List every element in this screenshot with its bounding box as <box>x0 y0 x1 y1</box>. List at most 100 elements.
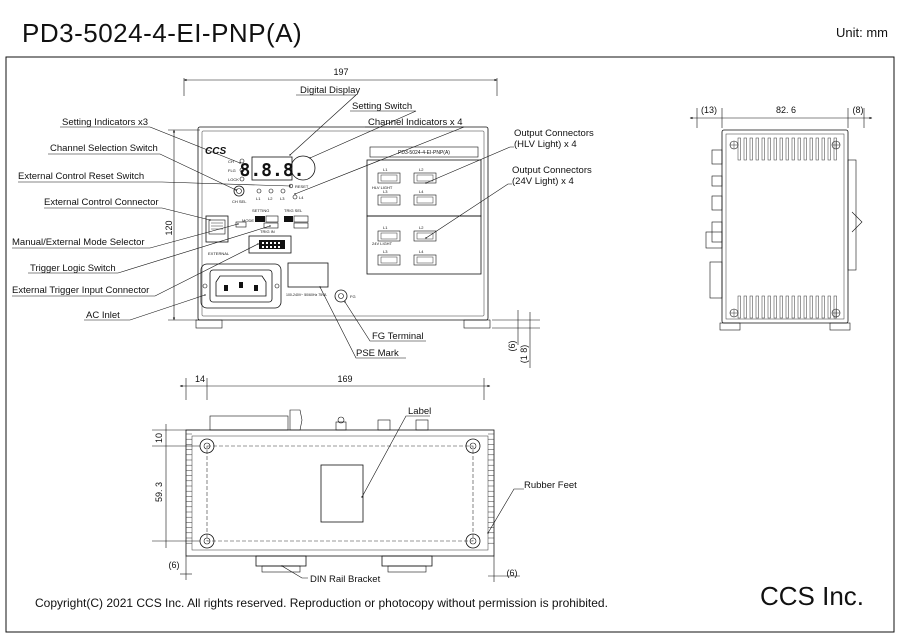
output-connector-label: L2 <box>419 167 424 172</box>
label-output-hlv-1: Output Connectors <box>514 128 594 139</box>
output-connector-label: L3 <box>383 189 388 194</box>
label-output-24v-2: (24V Light) x 4 <box>512 176 574 187</box>
front-callout-leaders <box>12 94 514 359</box>
output-connector-label: L4 <box>419 249 424 254</box>
front-view: 197 120 CCS CH FLG LOCK CH SEL <box>164 67 498 329</box>
v24-light-label: 24V LIGHT <box>372 241 393 246</box>
dim-side-mid: 82. 6 <box>776 105 796 115</box>
output-connector: L3 <box>377 189 401 206</box>
page-title: PD3-5024-4-EI-PNP(A) <box>22 18 303 48</box>
vent-slot <box>821 137 825 161</box>
label-din-rail: DIN Rail Bracket <box>310 574 381 585</box>
dim-foot-6: (6) <box>507 340 517 351</box>
bottom-callout-leaders <box>281 415 524 579</box>
ind-label-flg: FLG <box>228 168 236 173</box>
copyright-text: Copyright(C) 2021 CCS Inc. All rights re… <box>35 596 608 610</box>
company-name: CCS Inc. <box>760 581 865 611</box>
vent-slot <box>773 137 777 161</box>
bottom-view: 14 169 10 59. 3 <box>152 374 520 582</box>
label-channel-indicators: Channel Indicators x 4 <box>368 117 463 128</box>
foot-dimensions: (6) (1 8) <box>492 310 540 368</box>
label-channel-selection: Channel Selection Switch <box>50 143 158 154</box>
trig-in-label: TRIG IN <box>260 229 275 234</box>
vent-slot <box>821 295 825 319</box>
vent-slot <box>803 137 807 161</box>
vent-slot <box>809 137 813 161</box>
vent-slot <box>827 295 831 319</box>
vent-slot <box>755 137 759 161</box>
output-connector-label: L2 <box>419 225 424 230</box>
output-connector-label: L1 <box>383 167 388 172</box>
vent-slot <box>743 295 747 319</box>
reset-label: RESET <box>295 184 309 189</box>
vent-slot <box>803 295 807 319</box>
output-connector: L1 <box>377 225 401 242</box>
hlv-light-label: HLV LIGHT <box>372 185 393 190</box>
label-ext-reset: External Control Reset Switch <box>18 171 144 182</box>
vent-slot <box>737 295 741 319</box>
dim-bottom-width: 169 <box>337 374 352 384</box>
vent-slot <box>785 137 789 161</box>
vent-slot <box>833 295 837 319</box>
ch-ind-l2: L2 <box>268 196 273 201</box>
vent-slot <box>761 137 765 161</box>
vent-slot <box>773 295 777 319</box>
label-ext-trigger-input: External Trigger Input Connector <box>12 285 149 296</box>
dim-bottom-left: 14 <box>195 374 205 384</box>
vent-slot <box>815 295 819 319</box>
dim-front-width: 197 <box>333 67 348 77</box>
ch-sel-label: CH SEL <box>232 199 247 204</box>
vent-slot <box>827 137 831 161</box>
vent-slot <box>749 295 753 319</box>
dim-bottom-top: 10 <box>154 433 164 443</box>
label-ext-connector: External Control Connector <box>44 197 159 208</box>
vent-slot <box>749 137 753 161</box>
label-trigger-logic: Trigger Logic Switch <box>30 263 116 274</box>
dim-bottom-pitch: 59. 3 <box>154 482 164 502</box>
output-connector: L4 <box>413 189 437 206</box>
vent-slot <box>761 295 765 319</box>
dim-foot-18: (1 8) <box>519 345 529 364</box>
vent-slot <box>797 295 801 319</box>
fg-label: FG <box>350 294 356 299</box>
pse-text: 100-240V~ 50/60Hz 75VA <box>286 293 327 297</box>
model-plate: PD3-5024-4-EI-PNP(A) <box>398 150 450 156</box>
output-connector-label: L1 <box>383 225 388 230</box>
side-view: (13) 82. 6 (8) <box>689 105 873 331</box>
output-connector: L1 <box>377 167 401 184</box>
output-connector-label: L4 <box>419 189 424 194</box>
label-mode-selector: Manual/External Mode Selector <box>12 237 145 248</box>
vent-slot <box>767 295 771 319</box>
ch-ind-l1: L1 <box>256 196 261 201</box>
output-connector: L2 <box>413 225 437 242</box>
ch-ind-l4: L4 <box>299 195 304 200</box>
ind-label-lock: LOCK <box>228 177 239 182</box>
output-connector: L3 <box>377 249 401 266</box>
vent-slot <box>767 137 771 161</box>
callout-labels: Digital Display Setting Switch Channel I… <box>12 85 594 585</box>
output-connector-label: L3 <box>383 249 388 254</box>
mode-label: MODE <box>242 218 254 223</box>
output-connector: L2 <box>413 167 437 184</box>
label-setting-indicators: Setting Indicators x3 <box>62 117 148 128</box>
unit-label: Unit: mm <box>836 25 888 40</box>
setting-label: SETTING <box>252 208 269 213</box>
drawing-border <box>5 56 895 633</box>
vent-slot <box>791 137 795 161</box>
vent-slot <box>755 295 759 319</box>
vent-slot <box>743 137 747 161</box>
label-rubber-feet: Rubber Feet <box>524 480 577 491</box>
vent-slot <box>737 137 741 161</box>
dim-front-height: 120 <box>164 220 174 235</box>
panel-logo: CCS <box>205 146 226 157</box>
output-connector: L4 <box>413 249 437 266</box>
label-ac-inlet: AC Inlet <box>86 310 120 321</box>
ch-ind-l3: L3 <box>280 196 285 201</box>
trig-sel-label: TRIG SEL <box>284 208 303 213</box>
label-setting-switch: Setting Switch <box>352 101 412 112</box>
vent-slot <box>809 295 813 319</box>
dim-side-left: (13) <box>701 105 717 115</box>
external-label: EXTERNAL <box>208 251 230 256</box>
label-output-hlv-2: (HLV Light) x 4 <box>514 139 577 150</box>
